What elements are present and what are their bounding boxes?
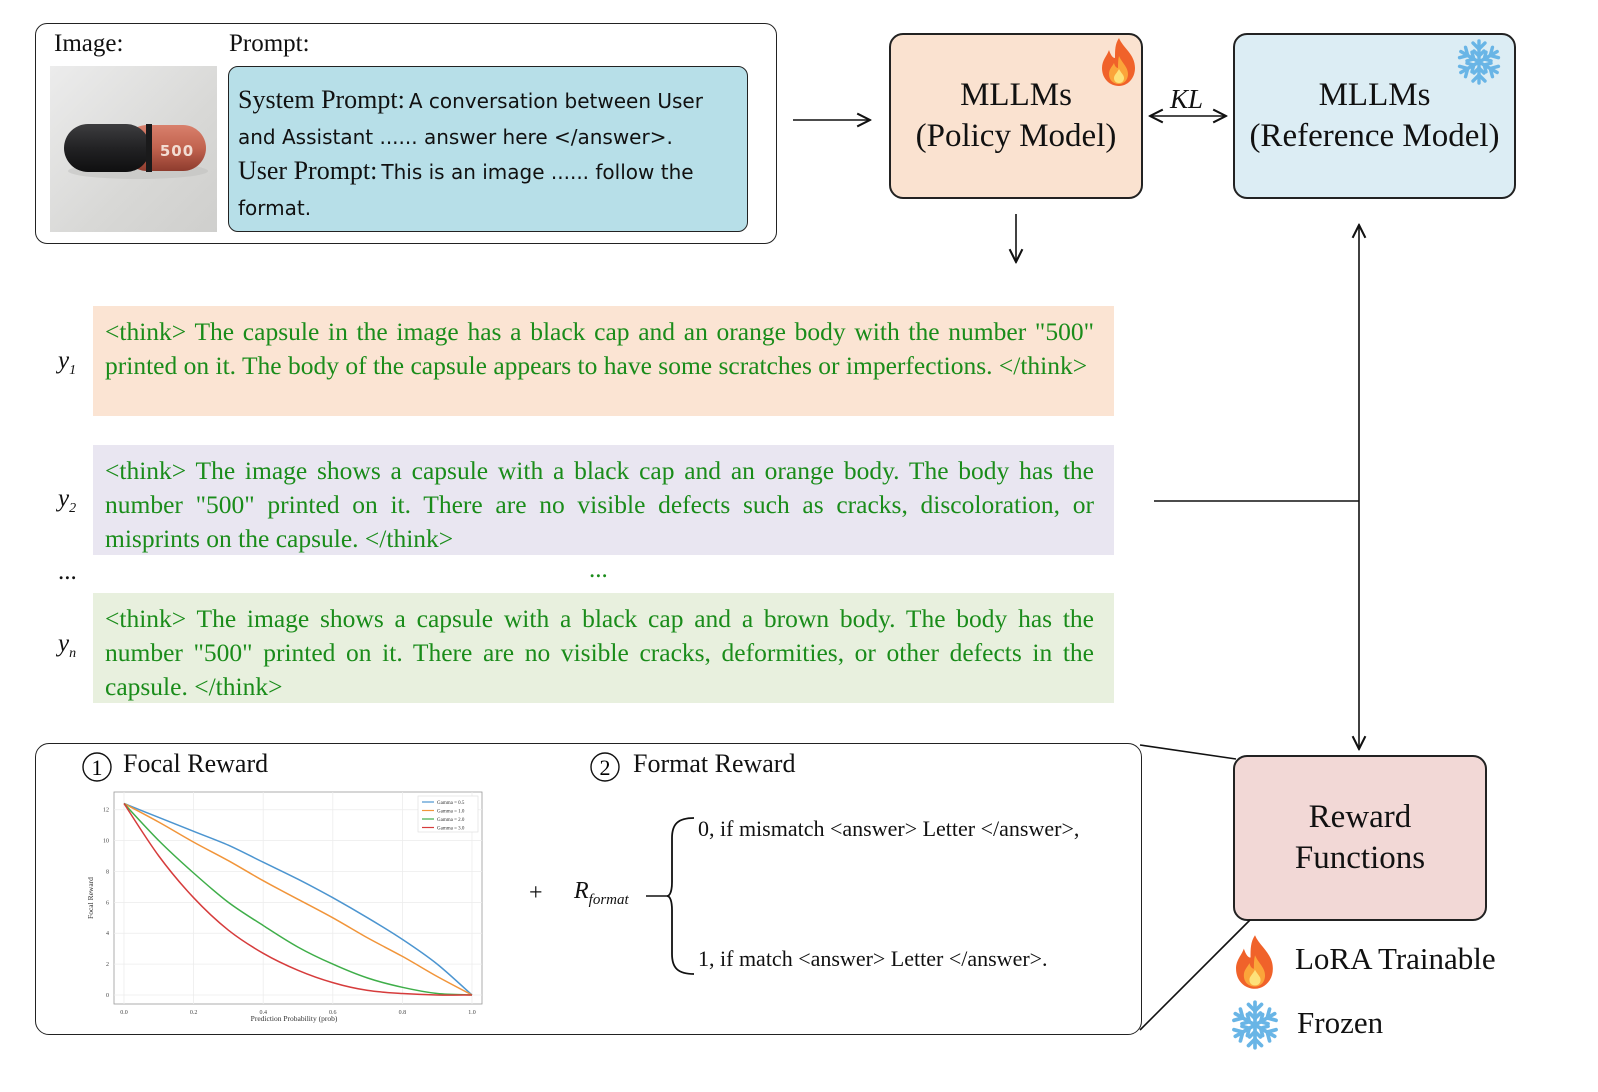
- legend-entry-3: Gamma = 2.0: [437, 818, 465, 823]
- x-axis-label: Prediction Probability (prob): [251, 1014, 338, 1023]
- user-prompt-text-cont: format.: [238, 195, 312, 220]
- x-tick-label: 1.0: [468, 1010, 476, 1016]
- focal-reward-chart: 0.0 0.2 0.4 0.6 0.8 1.0 0 2 4 6 8 10 12 Gamma = 0.5…: [86, 791, 483, 1023]
- ellipsis-center: ...: [589, 556, 608, 583]
- focal-number-badge: 1: [82, 752, 112, 782]
- y-tick-label: 4: [106, 931, 109, 937]
- r-format-symbol: Rformat: [574, 878, 629, 908]
- legend-entry-1: Gamma = 0.5: [437, 801, 465, 806]
- zoom-line-top: [1139, 744, 1237, 760]
- y-tick-label: 12: [103, 808, 109, 814]
- svg-text:1: 1: [92, 755, 103, 780]
- capsule-image: 500: [50, 66, 217, 232]
- focal-reward-title: Focal Reward: [123, 749, 269, 778]
- reward-functions-box: Reward Functions: [1233, 755, 1487, 921]
- legend-fire-icon: [1236, 935, 1273, 989]
- user-prompt-label: User Prompt:: [238, 156, 378, 185]
- x-tick-label: 0.8: [399, 1010, 407, 1016]
- capsule-imprint: 500: [160, 142, 194, 160]
- response-label-n: yn: [58, 630, 77, 661]
- legend-entry-2: Gamma = 1.0: [437, 810, 465, 815]
- format-case-mismatch: 0, if mismatch <answer> Letter </answer>…: [698, 816, 1080, 841]
- response-1: <think> The capsule in the image has a b…: [93, 306, 1114, 416]
- y-tick-label: 2: [106, 962, 109, 968]
- ellipsis-left: ...: [58, 558, 77, 585]
- format-brace: [646, 817, 695, 975]
- input-panel: [35, 23, 777, 244]
- policy-model-title: MLLMs: [960, 77, 1072, 113]
- y-tick-label: 8: [106, 869, 109, 875]
- legend-snowflake-icon: [1230, 1000, 1280, 1050]
- reference-model-title: MLLMs: [1318, 77, 1431, 113]
- prompt-box: System Prompt: A conversation between Us…: [228, 66, 748, 232]
- response-label-1: y1: [58, 347, 77, 378]
- response-n: <think> The image shows a capsule with a…: [93, 593, 1114, 703]
- svg-text:2: 2: [600, 755, 611, 780]
- reward-functions-title: Reward: [1308, 799, 1412, 835]
- series-line-3: [123, 802, 473, 996]
- response-2: <think> The image shows a capsule with a…: [93, 445, 1114, 555]
- chart-grid: [114, 792, 482, 1004]
- legend-frozen-label: Frozen: [1297, 1005, 1384, 1040]
- series-line-4: [123, 803, 473, 996]
- x-tick-label: 0.4: [259, 1010, 267, 1016]
- plus-sign: +: [529, 880, 543, 906]
- format-number-badge: 2: [590, 752, 620, 782]
- policy-model-box: MLLMs (Policy Model): [889, 33, 1143, 199]
- series-line-1: [123, 802, 473, 996]
- y-tick-label: 10: [103, 839, 109, 845]
- y-tick-label: 6: [106, 900, 109, 906]
- y-tick-label: 0: [106, 993, 109, 999]
- reference-model-subtitle: (Reference Model): [1249, 118, 1500, 154]
- response-label-2: y2: [58, 485, 77, 516]
- system-prompt-text: A conversation between User: [408, 89, 703, 113]
- legend-trainable-label: LoRA Trainable: [1295, 941, 1496, 976]
- chart-series: [123, 802, 473, 996]
- policy-model-subtitle: (Policy Model): [915, 118, 1117, 154]
- user-prompt-text: This is an image ...... follow the: [381, 160, 694, 184]
- x-tick-label: 0.2: [190, 1010, 198, 1016]
- reward-panel: [35, 743, 1142, 1035]
- x-tick-label: 0.0: [120, 1010, 128, 1016]
- y-tick-labels: 0 2 4 6 8 10 12: [103, 808, 109, 999]
- prompt-label: Prompt:: [229, 30, 310, 57]
- legend-entry-4: Gamma = 3.0: [437, 827, 465, 832]
- series-line-2: [123, 802, 473, 996]
- image-label: Image:: [54, 30, 124, 57]
- system-prompt-label: System Prompt:: [238, 85, 405, 114]
- snowflake-icon: [1456, 39, 1502, 85]
- zoom-line-bottom: [1139, 919, 1251, 1031]
- fire-icon: [1102, 38, 1135, 86]
- x-tick-labels: 0.0 0.2 0.4 0.6 0.8 1.0: [120, 1010, 476, 1016]
- capsule-illustration: 500: [64, 124, 208, 179]
- x-tick-label: 0.6: [329, 1010, 337, 1016]
- reward-functions-subtitle: Functions: [1294, 840, 1426, 876]
- format-case-match: 1, if match <answer> Letter </answer>.: [698, 946, 1048, 971]
- system-prompt-text-cont: and Assistant ...... answer here </answe…: [238, 124, 673, 149]
- y-axis-label: Focal Reward: [86, 877, 95, 919]
- format-reward-title: Format Reward: [633, 749, 796, 778]
